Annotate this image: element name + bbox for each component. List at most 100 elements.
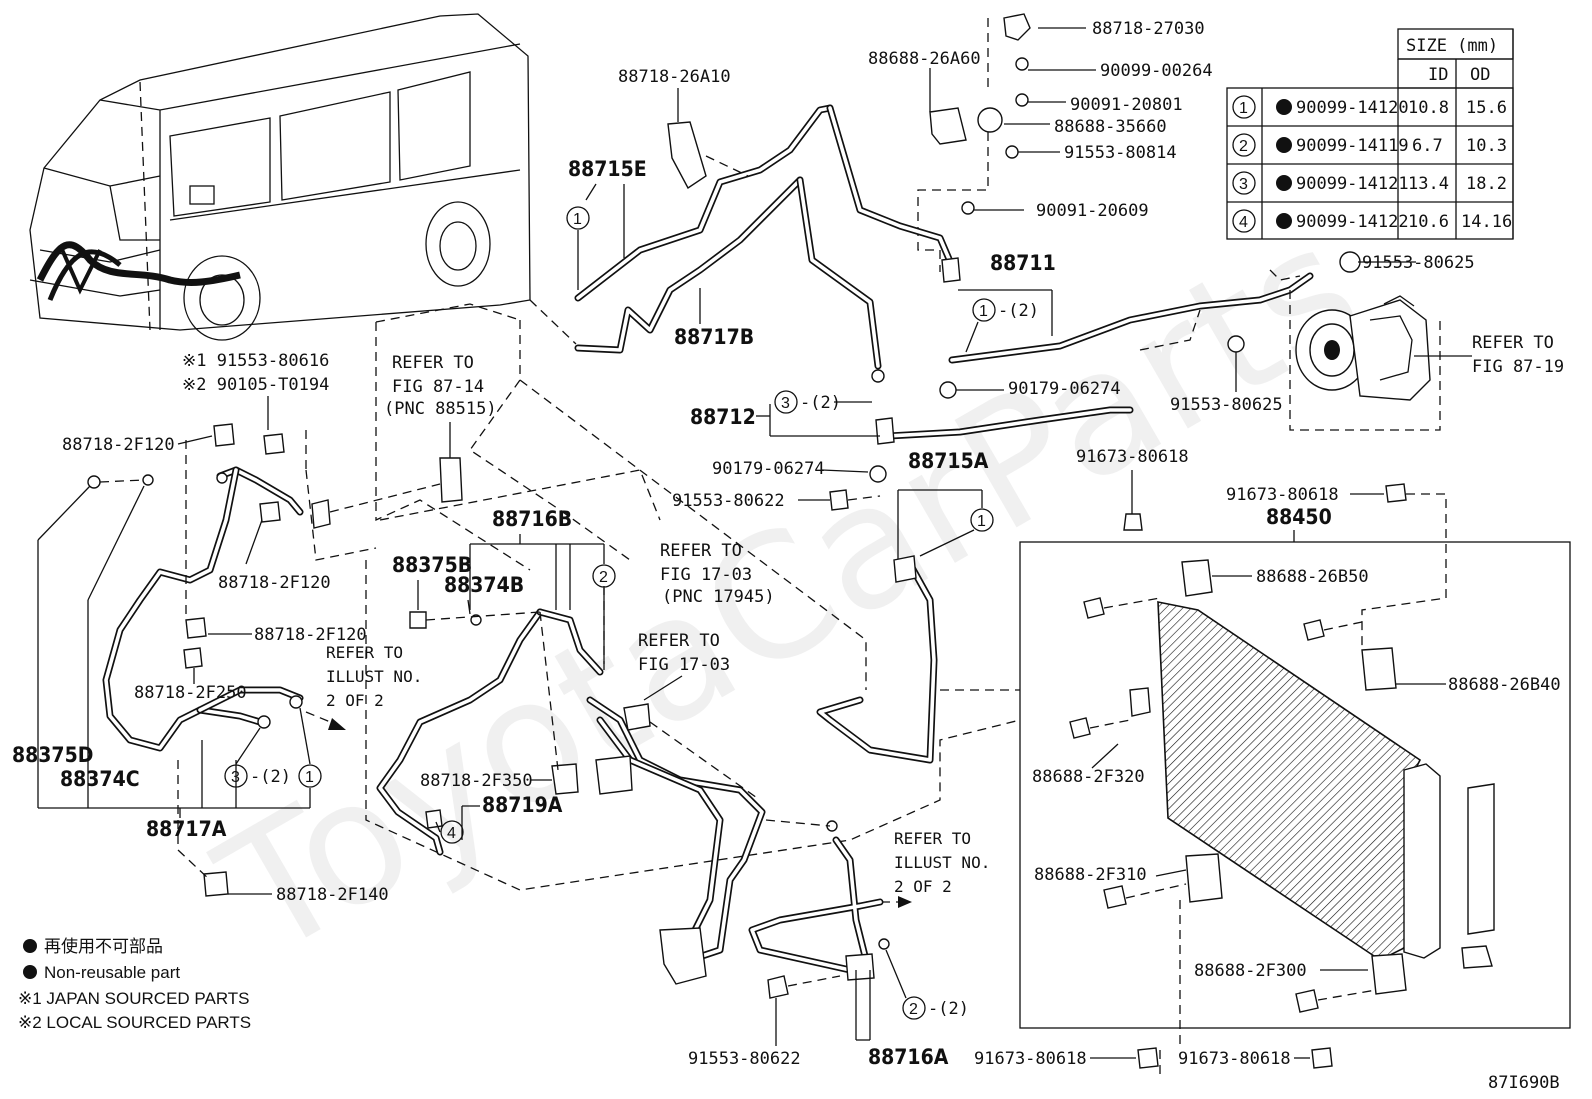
svg-text:-(2): -(2) xyxy=(250,767,291,787)
svg-text:2: 2 xyxy=(909,1001,918,1018)
svg-text:1: 1 xyxy=(979,303,988,320)
diagram-code: 87I690B xyxy=(1488,1073,1560,1093)
pipe-88716A: 88716A 2 -(2) 91553-80622 91553-80622 xyxy=(672,489,969,1069)
part-label: 90179-06274 xyxy=(712,459,825,479)
svg-text:ILLUST NO.: ILLUST NO. xyxy=(326,667,422,686)
legend-en: Non-reusable part xyxy=(44,963,180,982)
part-label: 88688-26A60 xyxy=(868,49,981,69)
part-label: 88715A xyxy=(908,449,989,473)
part-label: 88718-2F120 xyxy=(62,435,175,455)
part-label: 88718-27030 xyxy=(1092,19,1205,39)
part-label: 88715E xyxy=(568,157,647,181)
svg-text:10.3: 10.3 xyxy=(1466,136,1507,156)
svg-text:15.6: 15.6 xyxy=(1466,98,1507,118)
part-label: 88450 xyxy=(1266,505,1332,529)
pipe-88717A: ※1 91553-80616 ※2 90105-T0194 88718-2F12… xyxy=(12,351,441,905)
part-label: 88374B xyxy=(444,573,524,597)
ref-text: FIG 87-19 xyxy=(1472,357,1564,377)
part-label: 91673-80618 xyxy=(1178,1049,1291,1069)
svg-text:REFER TO: REFER TO xyxy=(660,541,742,561)
svg-text:(PNC 17945): (PNC 17945) xyxy=(662,587,775,607)
svg-text:(PNC 88515): (PNC 88515) xyxy=(384,399,497,419)
part-label: ※2 90105-T0194 xyxy=(182,375,329,395)
size-table-col-id: ID xyxy=(1428,65,1448,85)
size-table-row: 4 90099-14122 10.6 14.16 xyxy=(1232,209,1512,233)
part-label: 88712 xyxy=(690,405,756,429)
legend: 再使用不可部品 Non-reusable part ※1 JAPAN SOURC… xyxy=(18,936,251,1032)
part-label: 88375D xyxy=(12,743,93,767)
part-label: 88716A xyxy=(868,1045,949,1069)
part-label: 88718-2F120 xyxy=(254,625,367,645)
part-label: 91673-80618 xyxy=(974,1049,1087,1069)
part-label: 88688-26B40 xyxy=(1448,675,1561,695)
svg-text:2 OF 2: 2 OF 2 xyxy=(894,877,952,896)
legend-jp: 再使用不可部品 xyxy=(44,936,163,956)
pipe-88711-88712: 88711 1 -(2) 91553-80625 91553-80625 901… xyxy=(690,251,1475,560)
part-label: 91553-80625 xyxy=(1170,395,1283,415)
ref-fig-17-03-b: REFER TO FIG 17-03 xyxy=(638,631,730,701)
size-row-part: 90099-14120 xyxy=(1296,98,1409,118)
part-label: 88718-2F250 xyxy=(134,683,247,703)
part-label: 88717A xyxy=(146,817,227,841)
svg-text:3: 3 xyxy=(231,769,240,786)
part-label: 90091-20609 xyxy=(1036,201,1149,221)
part-label: 88719A xyxy=(482,793,563,817)
svg-text:FIG 87-14: FIG 87-14 xyxy=(392,377,484,397)
part-label: 88718-2F120 xyxy=(218,573,331,593)
svg-text:REFER TO: REFER TO xyxy=(894,829,971,848)
svg-text:6.7: 6.7 xyxy=(1412,136,1443,156)
ref-illust-right: REFER TO ILLUST NO. 2 OF 2 xyxy=(866,829,990,908)
size-table-header: SIZE (mm) xyxy=(1406,36,1498,56)
part-label: 91553-80625 xyxy=(1362,253,1475,273)
ref-illust-left: REFER TO ILLUST NO. 2 OF 2 xyxy=(305,643,422,730)
legend-note1: ※1 JAPAN SOURCED PARTS xyxy=(18,989,250,1008)
part-label: 88718-26A10 xyxy=(618,67,731,87)
part-label: 88711 xyxy=(990,251,1056,275)
part-label: 91553-80814 xyxy=(1064,143,1177,163)
part-label: 88688-26B50 xyxy=(1256,567,1369,587)
size-row-part: 90099-14122 xyxy=(1296,212,1409,232)
svg-text:-(2): -(2) xyxy=(928,999,969,1019)
svg-text:REFER TO: REFER TO xyxy=(638,631,720,651)
svg-text:ILLUST NO.: ILLUST NO. xyxy=(894,853,990,872)
svg-text:1: 1 xyxy=(1239,100,1248,117)
svg-text:FIG 17-03: FIG 17-03 xyxy=(638,655,730,675)
svg-text:13.4: 13.4 xyxy=(1408,174,1449,194)
legend-note2: ※2 LOCAL SOURCED PARTS xyxy=(18,1013,251,1032)
part-label: 88688-35660 xyxy=(1054,117,1167,137)
size-row-part: 90099-14121 xyxy=(1296,174,1409,194)
compressor: REFER TO FIG 87-19 xyxy=(1289,290,1564,431)
bracket-cluster: 88718-27030 88688-26A60 90099-00264 9009… xyxy=(868,13,1213,272)
size-table-col-od: OD xyxy=(1470,65,1490,85)
part-label: 88375B xyxy=(392,553,472,577)
part-label: 88688-2F310 xyxy=(1034,865,1147,885)
svg-text:-(2): -(2) xyxy=(800,393,841,413)
svg-text:REFER TO: REFER TO xyxy=(392,353,474,373)
part-label: ※1 91553-80616 xyxy=(182,351,329,371)
svg-text:3: 3 xyxy=(781,395,790,412)
ref-text: REFER TO xyxy=(1472,333,1554,353)
condenser-88450: 88450 91673-80618 91673-80618 88688-26B xyxy=(974,447,1571,1078)
part-label: 90099-00264 xyxy=(1100,61,1213,81)
svg-text:18.2: 18.2 xyxy=(1466,174,1507,194)
part-label: 88688-2F320 xyxy=(1032,767,1145,787)
svg-text:3: 3 xyxy=(1239,176,1248,193)
size-table-row: 3 90099-14121 13.4 18.2 xyxy=(1232,171,1507,195)
pipe-88715E-88717B: 88718-26A10 88715E 1 88717B xyxy=(469,67,956,561)
svg-text:14.16: 14.16 xyxy=(1461,212,1512,232)
svg-text:4: 4 xyxy=(1239,214,1248,231)
svg-text:REFER TO: REFER TO xyxy=(326,643,403,662)
part-label: 88718-2F140 xyxy=(276,885,389,905)
svg-text:2: 2 xyxy=(599,569,608,586)
part-label: 88374C xyxy=(60,767,140,791)
part-label: 90091-20801 xyxy=(1070,95,1183,115)
svg-text:FIG 17-03: FIG 17-03 xyxy=(660,565,752,585)
part-label: 88718-2F350 xyxy=(420,771,533,791)
svg-text:1: 1 xyxy=(573,211,582,228)
pipe-88716B: 88716B 2 88375B 88374B 88718-2F350 88719… xyxy=(376,507,766,985)
svg-text:1: 1 xyxy=(305,769,314,786)
part-label: 88688-2F300 xyxy=(1194,961,1307,981)
svg-text:-(2): -(2) xyxy=(998,301,1039,321)
part-label: 88717B xyxy=(674,325,754,349)
van-illustration xyxy=(29,13,531,341)
